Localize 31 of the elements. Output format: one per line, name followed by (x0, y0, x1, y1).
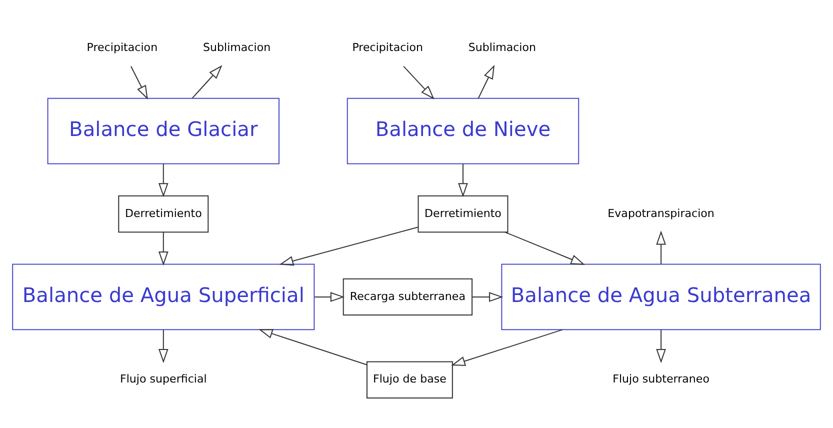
node-box: Balance de Agua Superficial (12, 264, 315, 330)
node-text: Flujo superficial (120, 372, 207, 386)
node-box: Balance de Agua Subterranea (501, 264, 821, 330)
node-text: Precipitacion (86, 40, 158, 54)
arrow (192, 65, 222, 99)
node-box: Flujo de base (366, 361, 453, 398)
arrow (478, 64, 495, 98)
arrow (279, 226, 418, 266)
arrow (158, 164, 168, 198)
arrow (314, 292, 345, 302)
node-box: Derretimiento (118, 195, 209, 233)
arrow (458, 164, 468, 198)
arrow (451, 329, 563, 366)
node-box: Balance de Nieve (346, 98, 580, 164)
node-box: Derretimiento (418, 195, 508, 233)
node-text: Sublimacion (468, 40, 536, 54)
arrow (472, 292, 504, 302)
arrow (656, 330, 666, 364)
node-box: Recarga subterranea (342, 278, 473, 316)
node-text: Evapotranspiracion (608, 206, 714, 220)
node-box: Balance de Glaciar (47, 98, 280, 164)
arrow (403, 66, 434, 100)
node-text: Precipitacion (352, 40, 423, 54)
arrow (130, 66, 148, 100)
node-text: Flujo subterraneo (612, 372, 710, 386)
arrow (258, 328, 367, 366)
arrow (158, 330, 168, 364)
arrow (504, 232, 585, 265)
arrow (656, 230, 666, 264)
arrow (158, 232, 168, 266)
node-text: Sublimacion (202, 40, 271, 54)
